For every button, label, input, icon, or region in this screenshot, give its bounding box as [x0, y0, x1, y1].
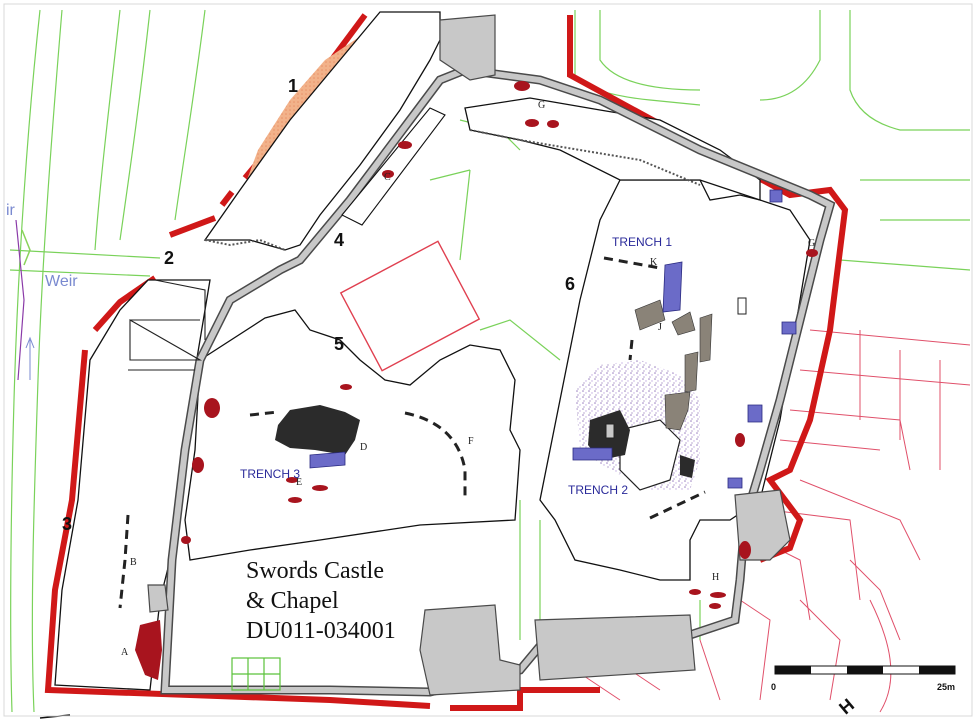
white-building [619, 419, 681, 491]
stone-walls [634, 299, 713, 431]
zone-label-6: 6 [565, 274, 575, 294]
feature-label-h: H [712, 572, 719, 583]
zone-label-1: 1 [288, 76, 298, 96]
ne-rampart-edge [469, 129, 701, 186]
title-line-1: Swords Castle [246, 558, 384, 584]
zone-label-2: 2 [164, 248, 174, 268]
trench-cuttings [309, 189, 797, 489]
road-label-fragment: H [835, 695, 858, 719]
feature-label-b: B [130, 557, 137, 568]
zone-label-5: 5 [334, 334, 344, 354]
property-lines [559, 329, 971, 713]
feature-label-g-east: G [808, 238, 815, 249]
weir-label-partial: ir [6, 202, 16, 219]
zone-label-4: 4 [334, 230, 344, 250]
feature-label-d: D [360, 442, 367, 453]
feature-label-j: J [658, 322, 662, 333]
feature-label-a: A [121, 647, 129, 658]
feature-label-f: F [468, 436, 474, 447]
feature-label-e: E [296, 477, 302, 488]
scale-start-label: 0 [771, 682, 776, 692]
feature-label-k: K [650, 257, 658, 268]
survey-lines [9, 9, 971, 713]
small-grey-box-2 [605, 423, 615, 439]
scale-end-label: 25m [937, 682, 955, 692]
zone4-structures [341, 107, 446, 226]
map-title: Swords Castle & Chapel DU011-034001 [246, 558, 396, 644]
trench-2-label: TRENCH 2 [568, 483, 628, 497]
red-square-outline [339, 240, 481, 372]
trench-3-label: TRENCH 3 [240, 467, 300, 481]
small-grey-box [737, 297, 747, 315]
feature-label-c: C [384, 172, 391, 183]
curtain-walls [147, 14, 836, 697]
scale-bar: 0 25m [771, 665, 956, 692]
title-line-3: DU011-034001 [246, 618, 396, 644]
title-line-2: & Chapel [246, 588, 339, 614]
trench-1-label: TRENCH 1 [612, 235, 672, 249]
red-features [135, 81, 818, 680]
dashed-features [118, 256, 706, 609]
green-grid [231, 657, 281, 691]
west-range-structure [128, 279, 206, 371]
feature-label-g-north: G [538, 100, 545, 111]
weir-lines [15, 219, 35, 381]
zone-label-3: 3 [62, 514, 72, 534]
weir-label: Weir [45, 273, 78, 290]
map-frame [3, 3, 973, 717]
north-rampart-edge [204, 238, 286, 251]
